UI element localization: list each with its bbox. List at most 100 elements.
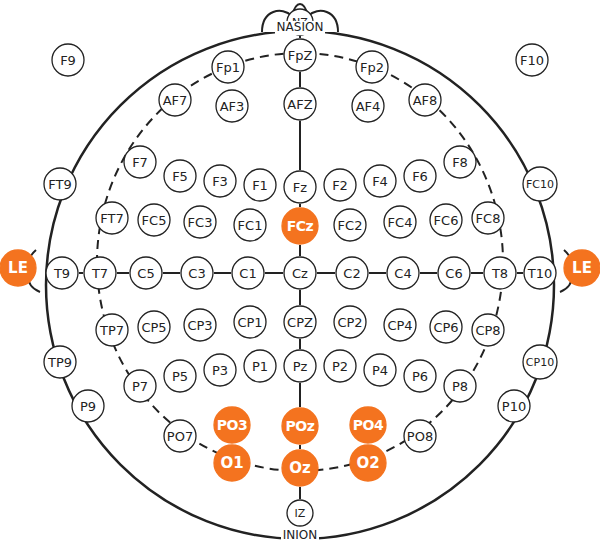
- electrode-link: [300, 290, 301, 305]
- electrode-circle: LE: [0, 249, 37, 287]
- electrode-label: F4: [372, 175, 388, 188]
- electrode-circle: P8: [443, 369, 477, 403]
- electrode-label: CP3: [187, 319, 212, 332]
- electrode-link: [300, 383, 301, 407]
- electrode-label: PO7: [167, 430, 193, 443]
- electrode-label: CP6: [433, 321, 458, 334]
- electrode-label: C1: [239, 267, 256, 280]
- electrode-label: Fp2: [360, 61, 384, 74]
- electrode-link: [517, 273, 523, 274]
- electrode-circle: T8: [483, 256, 517, 290]
- electrode-circle: F9: [51, 43, 85, 77]
- electrode-label: CP8: [475, 324, 500, 337]
- electrode-label: AFZ: [287, 98, 312, 111]
- electrode-label: POz: [286, 419, 315, 433]
- electrode-label: FC4: [388, 216, 413, 229]
- electrode-label: FC3: [188, 216, 213, 229]
- electrode-circle: PO4: [349, 406, 387, 444]
- electrode-label: AF8: [413, 94, 438, 107]
- electrode-circle: T9: [45, 256, 79, 290]
- electrode-label: CP5: [141, 321, 166, 334]
- electrode-circle: FCz: [281, 207, 319, 245]
- electrode-circle: AF7: [158, 83, 192, 117]
- electrode-circle: CPZ: [283, 305, 317, 339]
- electrode-circle: CP2: [333, 305, 367, 339]
- electrode-circle: P1: [243, 349, 277, 383]
- electrode-circle: POz: [281, 407, 319, 445]
- electrode-label: P3: [212, 364, 228, 377]
- electrode-circle: AF8: [408, 83, 442, 117]
- electrode-label: Fp1: [216, 61, 240, 74]
- electrode-label: F10: [520, 54, 544, 67]
- electrode-link: [300, 487, 301, 499]
- electrode-link: [300, 121, 301, 170]
- electrode-circle: CP6: [429, 310, 463, 344]
- electrode-circle: F8: [443, 145, 477, 179]
- electrode-circle: C2: [335, 256, 369, 290]
- electrode-circle: F10: [515, 43, 549, 77]
- electrode-circle: Pz: [283, 349, 317, 383]
- electrode-label: T7: [92, 267, 108, 280]
- electrode-link: [300, 245, 301, 256]
- electrode-label: C2: [343, 267, 360, 280]
- electrode-circle: PO3: [213, 406, 251, 444]
- electrode-link: [420, 273, 437, 274]
- electrode-circle: LE: [563, 249, 600, 287]
- electrode-label: PO3: [217, 418, 247, 432]
- electrode-circle: P4: [363, 353, 397, 387]
- electrode-circle: FC3: [183, 205, 217, 239]
- electrode-label: TP7: [100, 324, 124, 337]
- electrode-label: C6: [445, 267, 462, 280]
- electrode-label: T10: [528, 267, 552, 280]
- electrode-circle: P3: [203, 353, 237, 387]
- electrode-circle: O1: [213, 444, 251, 482]
- electrode-label: FpZ: [288, 49, 313, 62]
- electrode-circle: P10: [497, 389, 531, 423]
- electrode-circle: CP10: [522, 344, 558, 380]
- electrode-link: [300, 36, 301, 38]
- electrode-label: AF3: [220, 100, 245, 113]
- electrode-circle: AFZ: [283, 87, 317, 121]
- electrode-label: FT7: [100, 212, 123, 225]
- electrode-circle: FC1: [233, 208, 267, 242]
- electrode-circle: T10: [523, 256, 557, 290]
- electrode-circle: FC4: [383, 205, 417, 239]
- electrode-link: [471, 273, 483, 274]
- electrode-circle: F7: [123, 145, 157, 179]
- electrode-label: O1: [220, 456, 243, 471]
- electrode-link: [300, 445, 301, 449]
- electrode-circle: F5: [163, 159, 197, 193]
- landmark-label: INION: [281, 529, 319, 542]
- electrode-label: P7: [132, 380, 148, 393]
- electrode-link: [300, 204, 301, 207]
- electrode-label: C5: [137, 267, 154, 280]
- electrode-circle: CP4: [383, 308, 417, 342]
- electrode-circle: FC8: [471, 201, 505, 235]
- electrode-circle: AF4: [351, 89, 385, 123]
- electrode-label: TP9: [48, 356, 72, 369]
- electrode-link: [300, 72, 301, 87]
- electrode-label: CP2: [337, 316, 362, 329]
- electrode-label: F2: [332, 179, 348, 192]
- electrode-circle: CP1: [233, 305, 267, 339]
- electrode-label: CP10: [526, 357, 554, 368]
- electrode-label: CPZ: [287, 316, 313, 329]
- electrode-circle: FC5: [137, 203, 171, 237]
- electrode-label: LE: [8, 261, 28, 276]
- electrode-label: F8: [452, 156, 468, 169]
- electrode-label: P9: [80, 400, 96, 413]
- electrode-label: FT9: [48, 178, 71, 191]
- electrode-circle: AF3: [215, 89, 249, 123]
- electrode-circle: C6: [437, 256, 471, 290]
- electrode-circle: CP5: [137, 310, 171, 344]
- electrode-circle: F1: [243, 168, 277, 202]
- electrode-circle: P6: [403, 359, 437, 393]
- electrode-label: FC1: [238, 219, 263, 232]
- electrode-label: P10: [502, 400, 526, 413]
- electrode-link: [317, 273, 335, 274]
- electrode-circle: F3: [203, 164, 237, 198]
- electrode-label: Cz: [292, 267, 308, 280]
- electrode-circle: PO7: [163, 419, 197, 453]
- electrode-label: F6: [412, 170, 428, 183]
- electrode-circle: O2: [349, 444, 387, 482]
